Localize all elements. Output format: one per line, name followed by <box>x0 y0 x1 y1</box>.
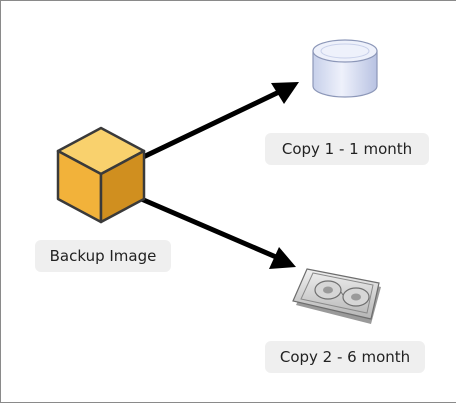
arrow-to-copy2 <box>136 195 296 269</box>
database-disk-icon <box>312 39 378 98</box>
arrow-to-copy1 <box>136 82 299 162</box>
cube-icon <box>56 126 146 224</box>
tape-cassette-icon <box>292 268 381 324</box>
backup-image-label: Backup Image <box>35 240 171 272</box>
copy1-label: Copy 1 - 1 month <box>265 133 429 165</box>
copy2-label: Copy 2 - 6 month <box>265 341 425 373</box>
